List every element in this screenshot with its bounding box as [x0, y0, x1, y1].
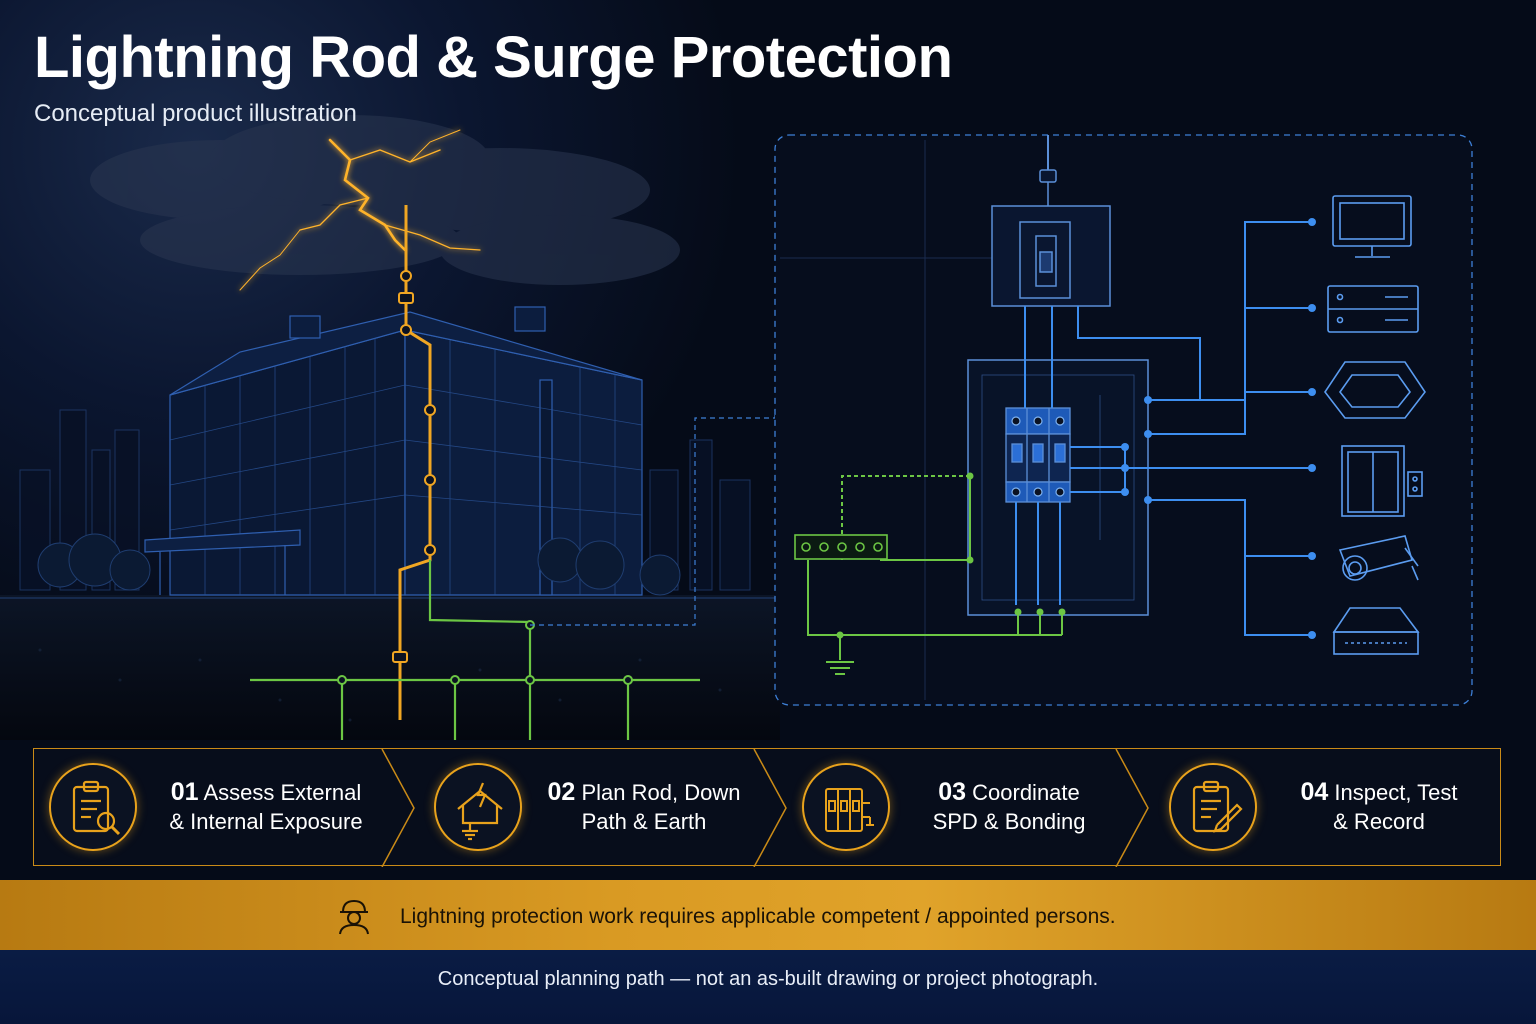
step-02-number: 02	[547, 778, 576, 806]
conductor-clamps	[392, 270, 436, 663]
entrance-canopy	[144, 529, 301, 595]
footer: Conceptual planning path — not an as-bui…	[0, 950, 1536, 1024]
step-03-label: 03 Coordinate SPD & Bonding	[889, 778, 1129, 836]
footer-disclaimer: Conceptual planning path — not an as-bui…	[437, 968, 1099, 990]
step-02-line2: Path & Earth	[581, 809, 707, 834]
ceiling-ac-icon	[1324, 361, 1426, 419]
step-03-line1: Coordinate	[972, 780, 1080, 805]
main-breaker	[991, 135, 1111, 307]
server-icon	[1327, 285, 1419, 333]
network-switch-icon	[1332, 607, 1420, 655]
step-03: 03 Coordinate SPD & Bonding	[769, 749, 1129, 867]
step-02-label: 02 Plan Rod, Down Path & Earth	[524, 778, 764, 836]
step-03-number: 03	[938, 778, 967, 806]
step-04-line1: Inspect, Test	[1334, 780, 1458, 805]
step-04: 04 Inspect, Test & Record	[1134, 749, 1502, 867]
worker-hardhat-icon	[339, 899, 369, 935]
process-steps: 01 Assess External & Internal Exposure 0…	[33, 748, 1502, 867]
step-04-line2: & Record	[1333, 809, 1425, 834]
step-02: 02 Plan Rod, Down Path & Earth	[399, 749, 759, 867]
page-title: Lightning Rod & Surge Protection	[34, 25, 953, 90]
step-01-line1: Assess External	[203, 780, 362, 805]
step-01: 01 Assess External & Internal Exposure	[34, 749, 394, 867]
warning-banner: Lightning protection work requires appli…	[0, 880, 1536, 950]
step-01-line2: & Internal Exposure	[169, 809, 363, 834]
ground	[0, 595, 780, 740]
clipboard-search-icon	[49, 763, 137, 851]
elevator-icon	[1341, 445, 1423, 517]
lightning-bolt	[239, 129, 481, 291]
step-04-label: 04 Inspect, Test & Record	[1259, 778, 1499, 836]
step-03-line2: SPD & Bonding	[932, 809, 1086, 834]
spd-module-icon	[802, 763, 890, 851]
monitor-icon	[1332, 195, 1412, 258]
clipboard-check-icon	[1169, 763, 1257, 851]
step-dividers	[381, 749, 1149, 867]
page-subtitle: Conceptual product illustration	[34, 100, 357, 127]
house-lightning-earth-icon	[434, 763, 522, 851]
step-01-label: 01 Assess External & Internal Exposure	[146, 778, 386, 836]
green-bonding	[807, 475, 1063, 675]
cctv-camera-icon	[1338, 535, 1419, 581]
warning-text: Lightning protection work requires appli…	[400, 905, 1116, 928]
step-04-number: 04	[1300, 778, 1329, 806]
trees	[37, 533, 681, 596]
step-01-number: 01	[170, 778, 199, 806]
step-02-line1: Plan Rod, Down	[581, 780, 741, 805]
earth-bar	[794, 534, 888, 560]
